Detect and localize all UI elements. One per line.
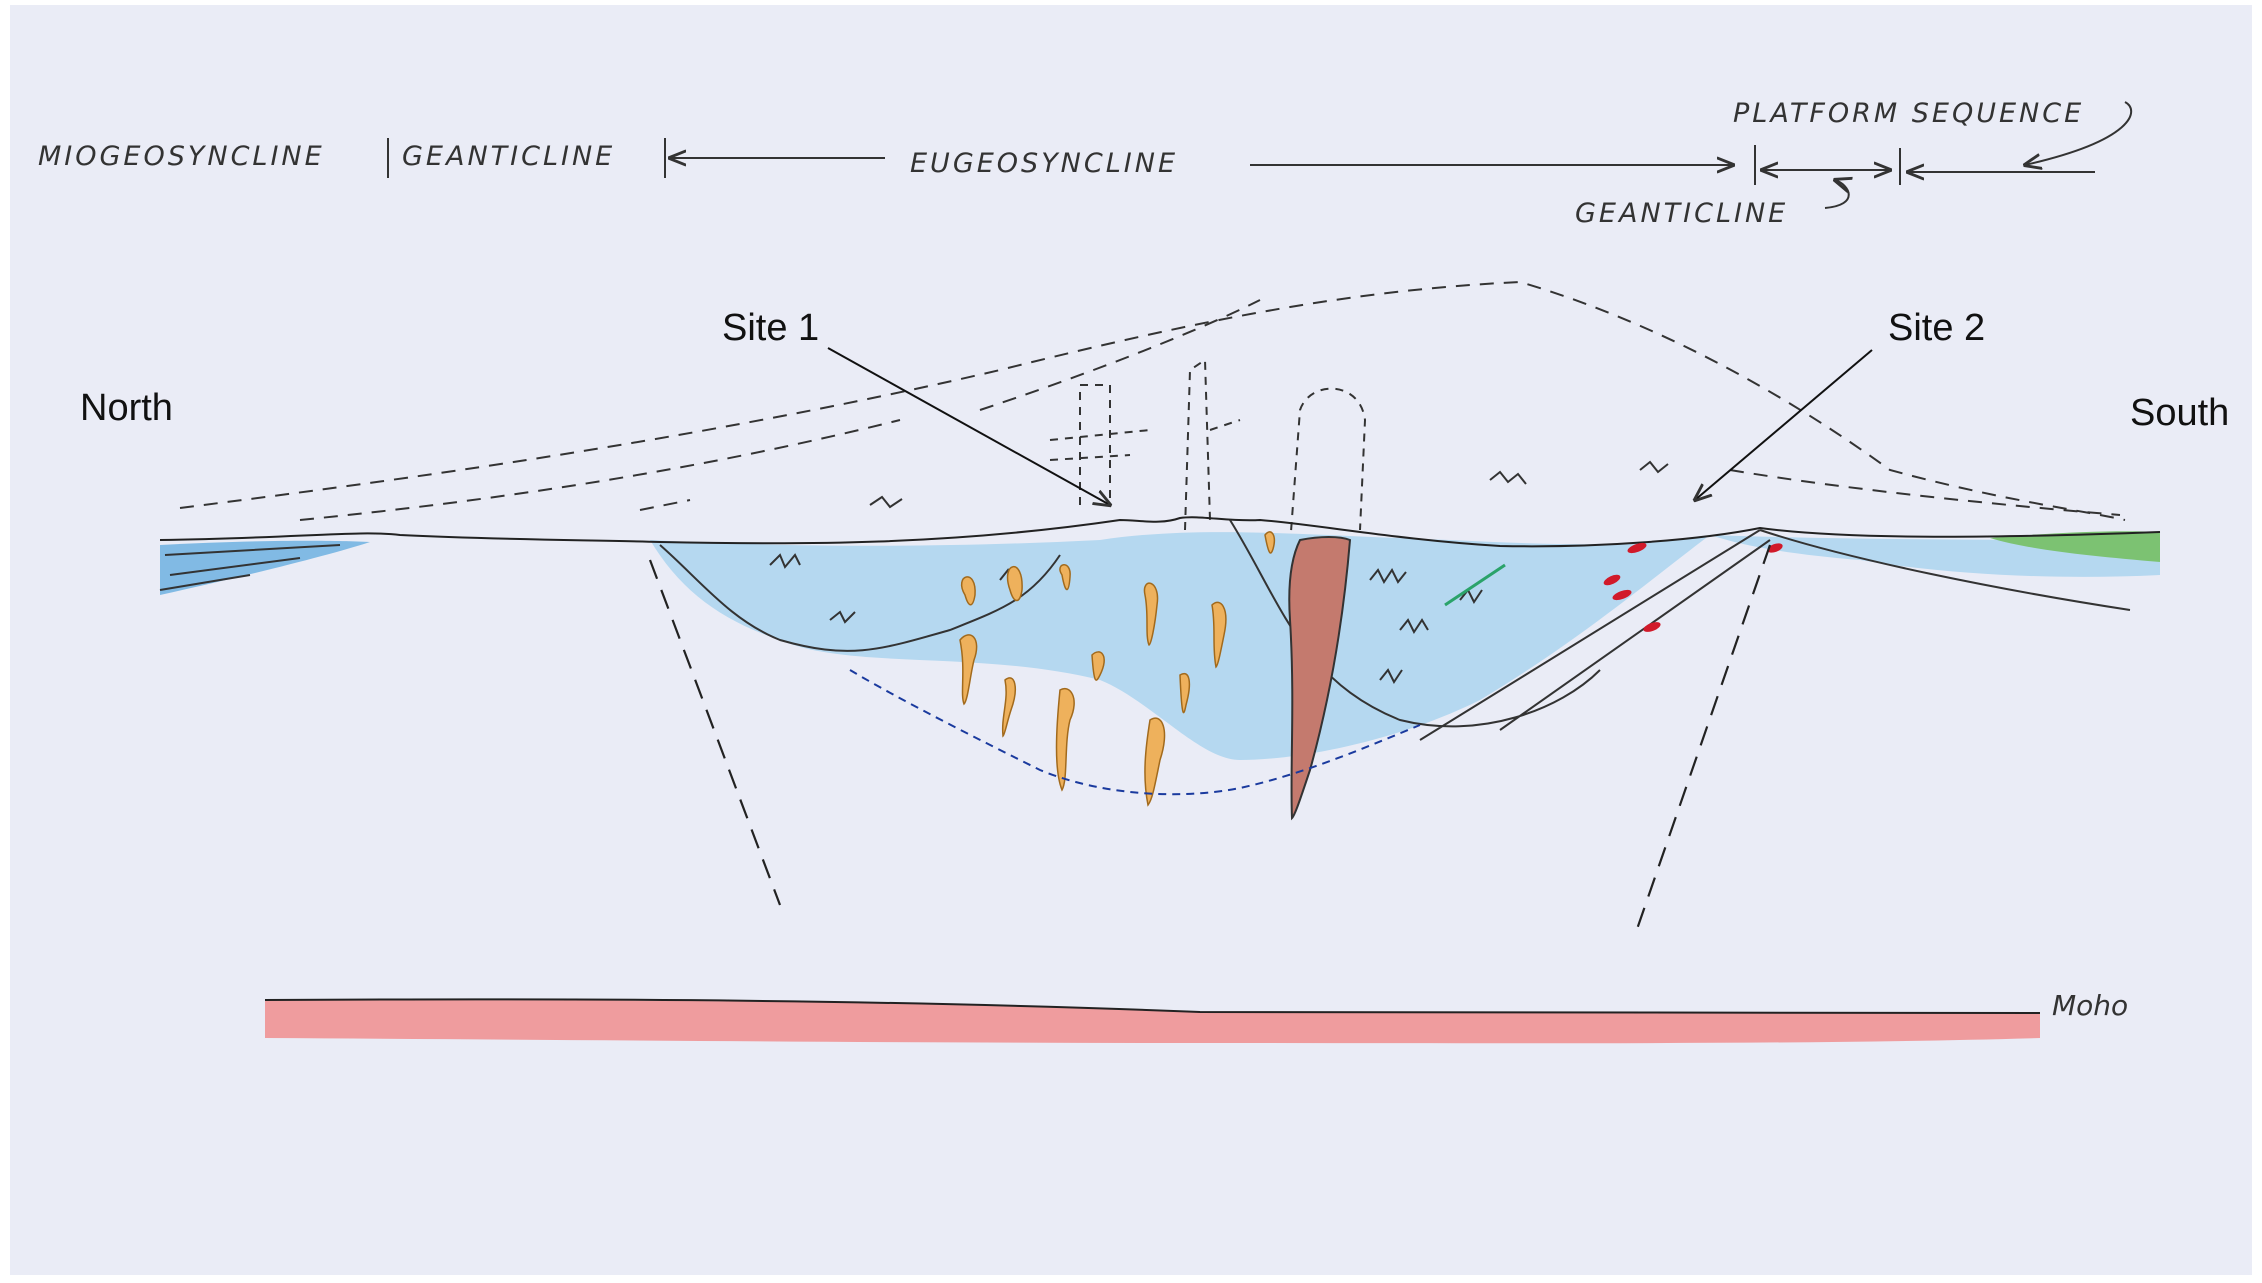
eugeosyncline-label: EUGEOSYNCLINE (910, 148, 1178, 179)
miogeosyncline-label: MIOGEOSYNCLINE (38, 141, 325, 172)
north-label: North (80, 387, 173, 429)
geanticline-right-label: GEANTICLINE (1575, 198, 1788, 229)
moho-label: Moho (2052, 989, 2128, 1022)
platform-sequence-label: PLATFORM SEQUENCE (1733, 98, 2084, 129)
south-label: South (2130, 392, 2229, 434)
site2-label: Site 2 (1888, 307, 1985, 349)
geanticline-left-label: GEANTICLINE (402, 141, 615, 172)
site1-label: Site 1 (722, 307, 819, 349)
